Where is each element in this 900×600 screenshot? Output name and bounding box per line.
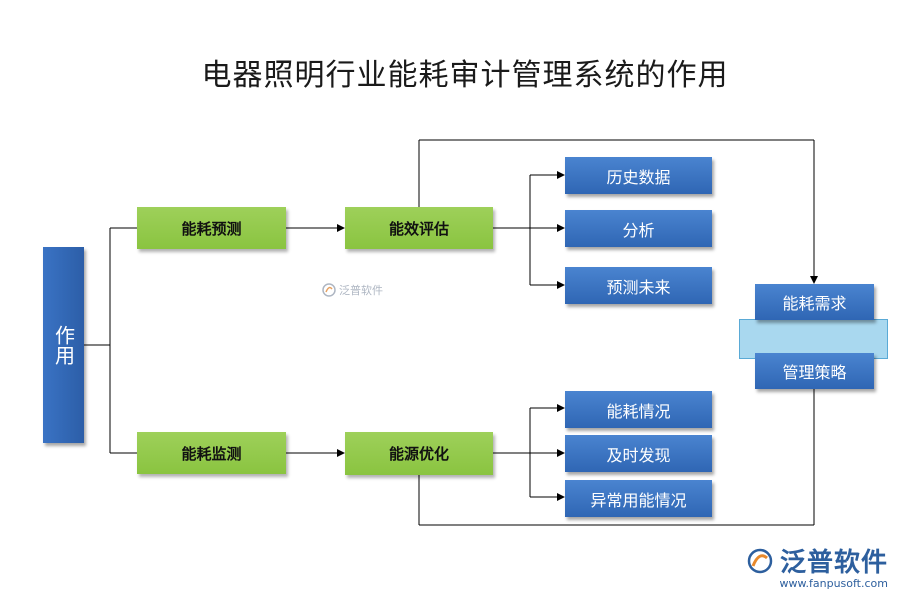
node-label: 能耗预测	[181, 219, 242, 238]
node-efficiency-evaluation: 能效评估	[345, 207, 493, 249]
leaf-historical-data: 历史数据	[565, 157, 712, 194]
diagram-title: 电器照明行业能耗审计管理系统的作用	[201, 58, 729, 93]
watermark: 泛普软件	[322, 282, 383, 298]
watermark-text: 泛普软件	[339, 284, 383, 297]
brand-url: www.fanpusoft.com	[779, 577, 888, 590]
node-energy-monitoring: 能耗监测	[137, 432, 286, 474]
node-label: 能源优化	[388, 445, 449, 463]
leaf-predict-future: 预测未来	[565, 267, 712, 304]
node-label: 能耗监测	[181, 444, 242, 463]
leaf-abnormal-usage: 异常用能情况	[565, 480, 712, 517]
node-energy-forecast: 能耗预测	[137, 207, 286, 249]
leaf-consumption-status: 能耗情况	[565, 391, 712, 428]
leaf-label: 能耗情况	[606, 401, 671, 421]
node-management-strategy: 管理策略	[755, 353, 874, 389]
root-node: 作用	[43, 247, 84, 443]
watermark-logo-icon	[322, 283, 336, 297]
leaf-label: 异常用能情况	[590, 490, 687, 510]
leaf-analysis: 分析	[565, 210, 712, 247]
node-label: 能效评估	[388, 219, 449, 238]
node-energy-demand: 能耗需求	[755, 284, 874, 320]
leaf-label: 分析	[622, 220, 655, 240]
node-label: 管理策略	[782, 363, 847, 382]
leaf-label: 预测未来	[606, 277, 671, 297]
node-label: 能耗需求	[782, 294, 847, 313]
brand-name: 泛普软件	[779, 548, 888, 578]
brand-logo: 泛普软件 www.fanpusoft.com	[746, 542, 888, 590]
brand-logo-icon	[747, 548, 773, 573]
leaf-timely-discovery: 及时发现	[565, 435, 712, 472]
root-label: 作用	[51, 325, 76, 365]
leaf-label: 及时发现	[606, 445, 671, 465]
leaf-label: 历史数据	[606, 167, 671, 187]
node-energy-optimization: 能源优化	[345, 432, 493, 475]
